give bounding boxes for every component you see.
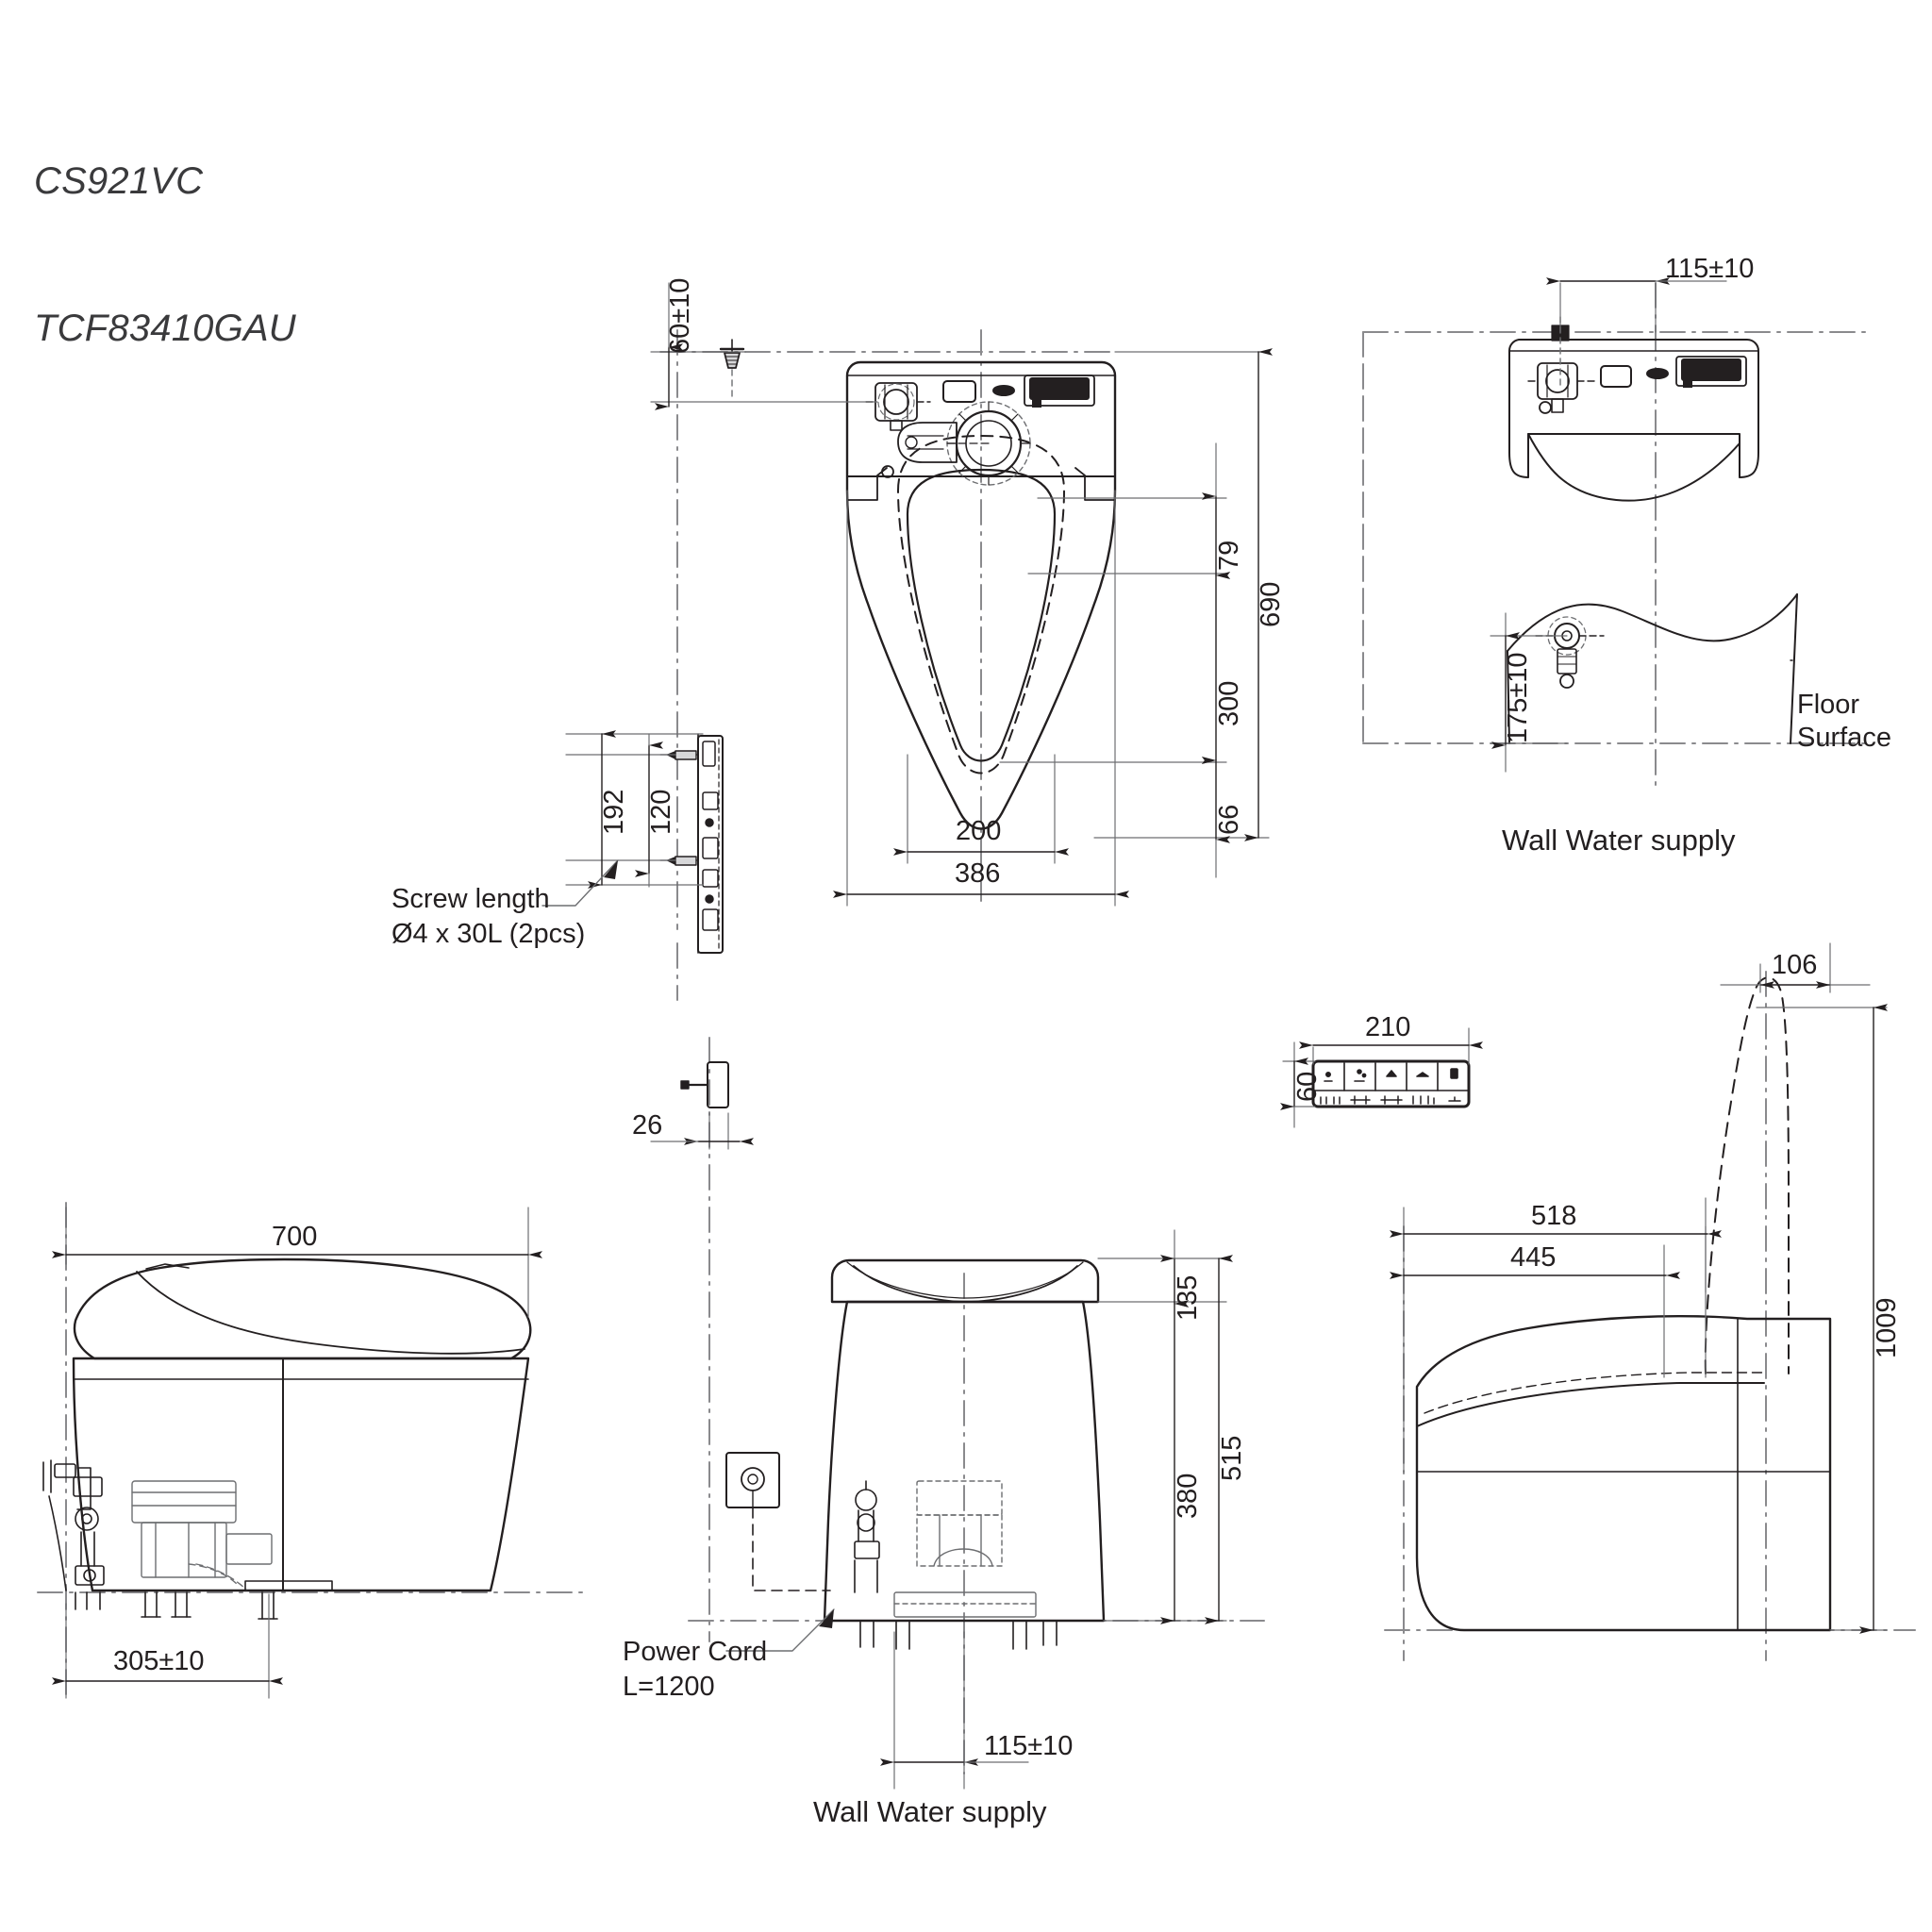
top-view-group — [650, 282, 1273, 930]
screw-note-line-2: Ø4 x 30L (2pcs) — [391, 919, 586, 949]
bracket-detail-group — [541, 730, 724, 1001]
left-elevation-group — [37, 1202, 586, 1699]
dim-192: 192 — [599, 789, 629, 835]
dim-380: 380 — [1173, 1473, 1203, 1519]
dim-515: 515 — [1217, 1435, 1247, 1481]
power-cord-note-line-1: Power Cord — [623, 1637, 768, 1667]
wall-water-supply-caption-bottom: Wall Water supply — [813, 1795, 1047, 1828]
dim-175pm10: 175±10 — [1503, 652, 1533, 743]
dim-115pm10-bottom: 115±10 — [984, 1731, 1074, 1761]
screw-note-line-1: Screw length — [391, 884, 550, 914]
drawing-title-block: CS921VC TCF83410GAU — [34, 58, 296, 451]
dim-135: 135 — [1173, 1274, 1203, 1321]
dim-106: 106 — [1772, 950, 1818, 980]
dim-115pm10-top: 115±10 — [1665, 254, 1755, 284]
power-cord-note-line-2: L=1200 — [623, 1672, 715, 1702]
dim-386: 386 — [955, 858, 1001, 889]
dim-1009: 1009 — [1872, 1297, 1902, 1358]
wall-water-supply-caption-top: Wall Water supply — [1502, 824, 1736, 857]
dim-120: 120 — [646, 789, 676, 835]
dim-700: 700 — [272, 1222, 318, 1252]
model-code-line: CS921VC — [34, 160, 204, 202]
remote-detail-group — [1280, 1027, 1483, 1128]
floor-surface-label-line-1: Floor — [1797, 690, 1860, 720]
dim-200: 200 — [956, 816, 1002, 846]
dim-79: 79 — [1214, 540, 1244, 571]
front-elevation-group — [650, 1037, 1265, 1790]
dim-60: 60 — [1292, 1071, 1323, 1102]
dim-210: 210 — [1365, 1012, 1411, 1042]
dim-26: 26 — [632, 1110, 663, 1141]
dim-518: 518 — [1531, 1201, 1577, 1231]
seat-code-line: TCF83410GAU — [34, 308, 296, 349]
dim-305pm10: 305±10 — [113, 1646, 205, 1676]
dim-445: 445 — [1510, 1242, 1557, 1273]
dim-690: 690 — [1256, 581, 1286, 627]
right-elevation-group — [1384, 942, 1916, 1661]
wall-supply-top-group — [1362, 277, 1869, 793]
dim-60pm10: 60±10 — [665, 277, 695, 354]
dim-300: 300 — [1214, 680, 1244, 726]
floor-surface-label-line-2: Surface — [1797, 723, 1891, 753]
dim-66: 66 — [1214, 804, 1244, 835]
